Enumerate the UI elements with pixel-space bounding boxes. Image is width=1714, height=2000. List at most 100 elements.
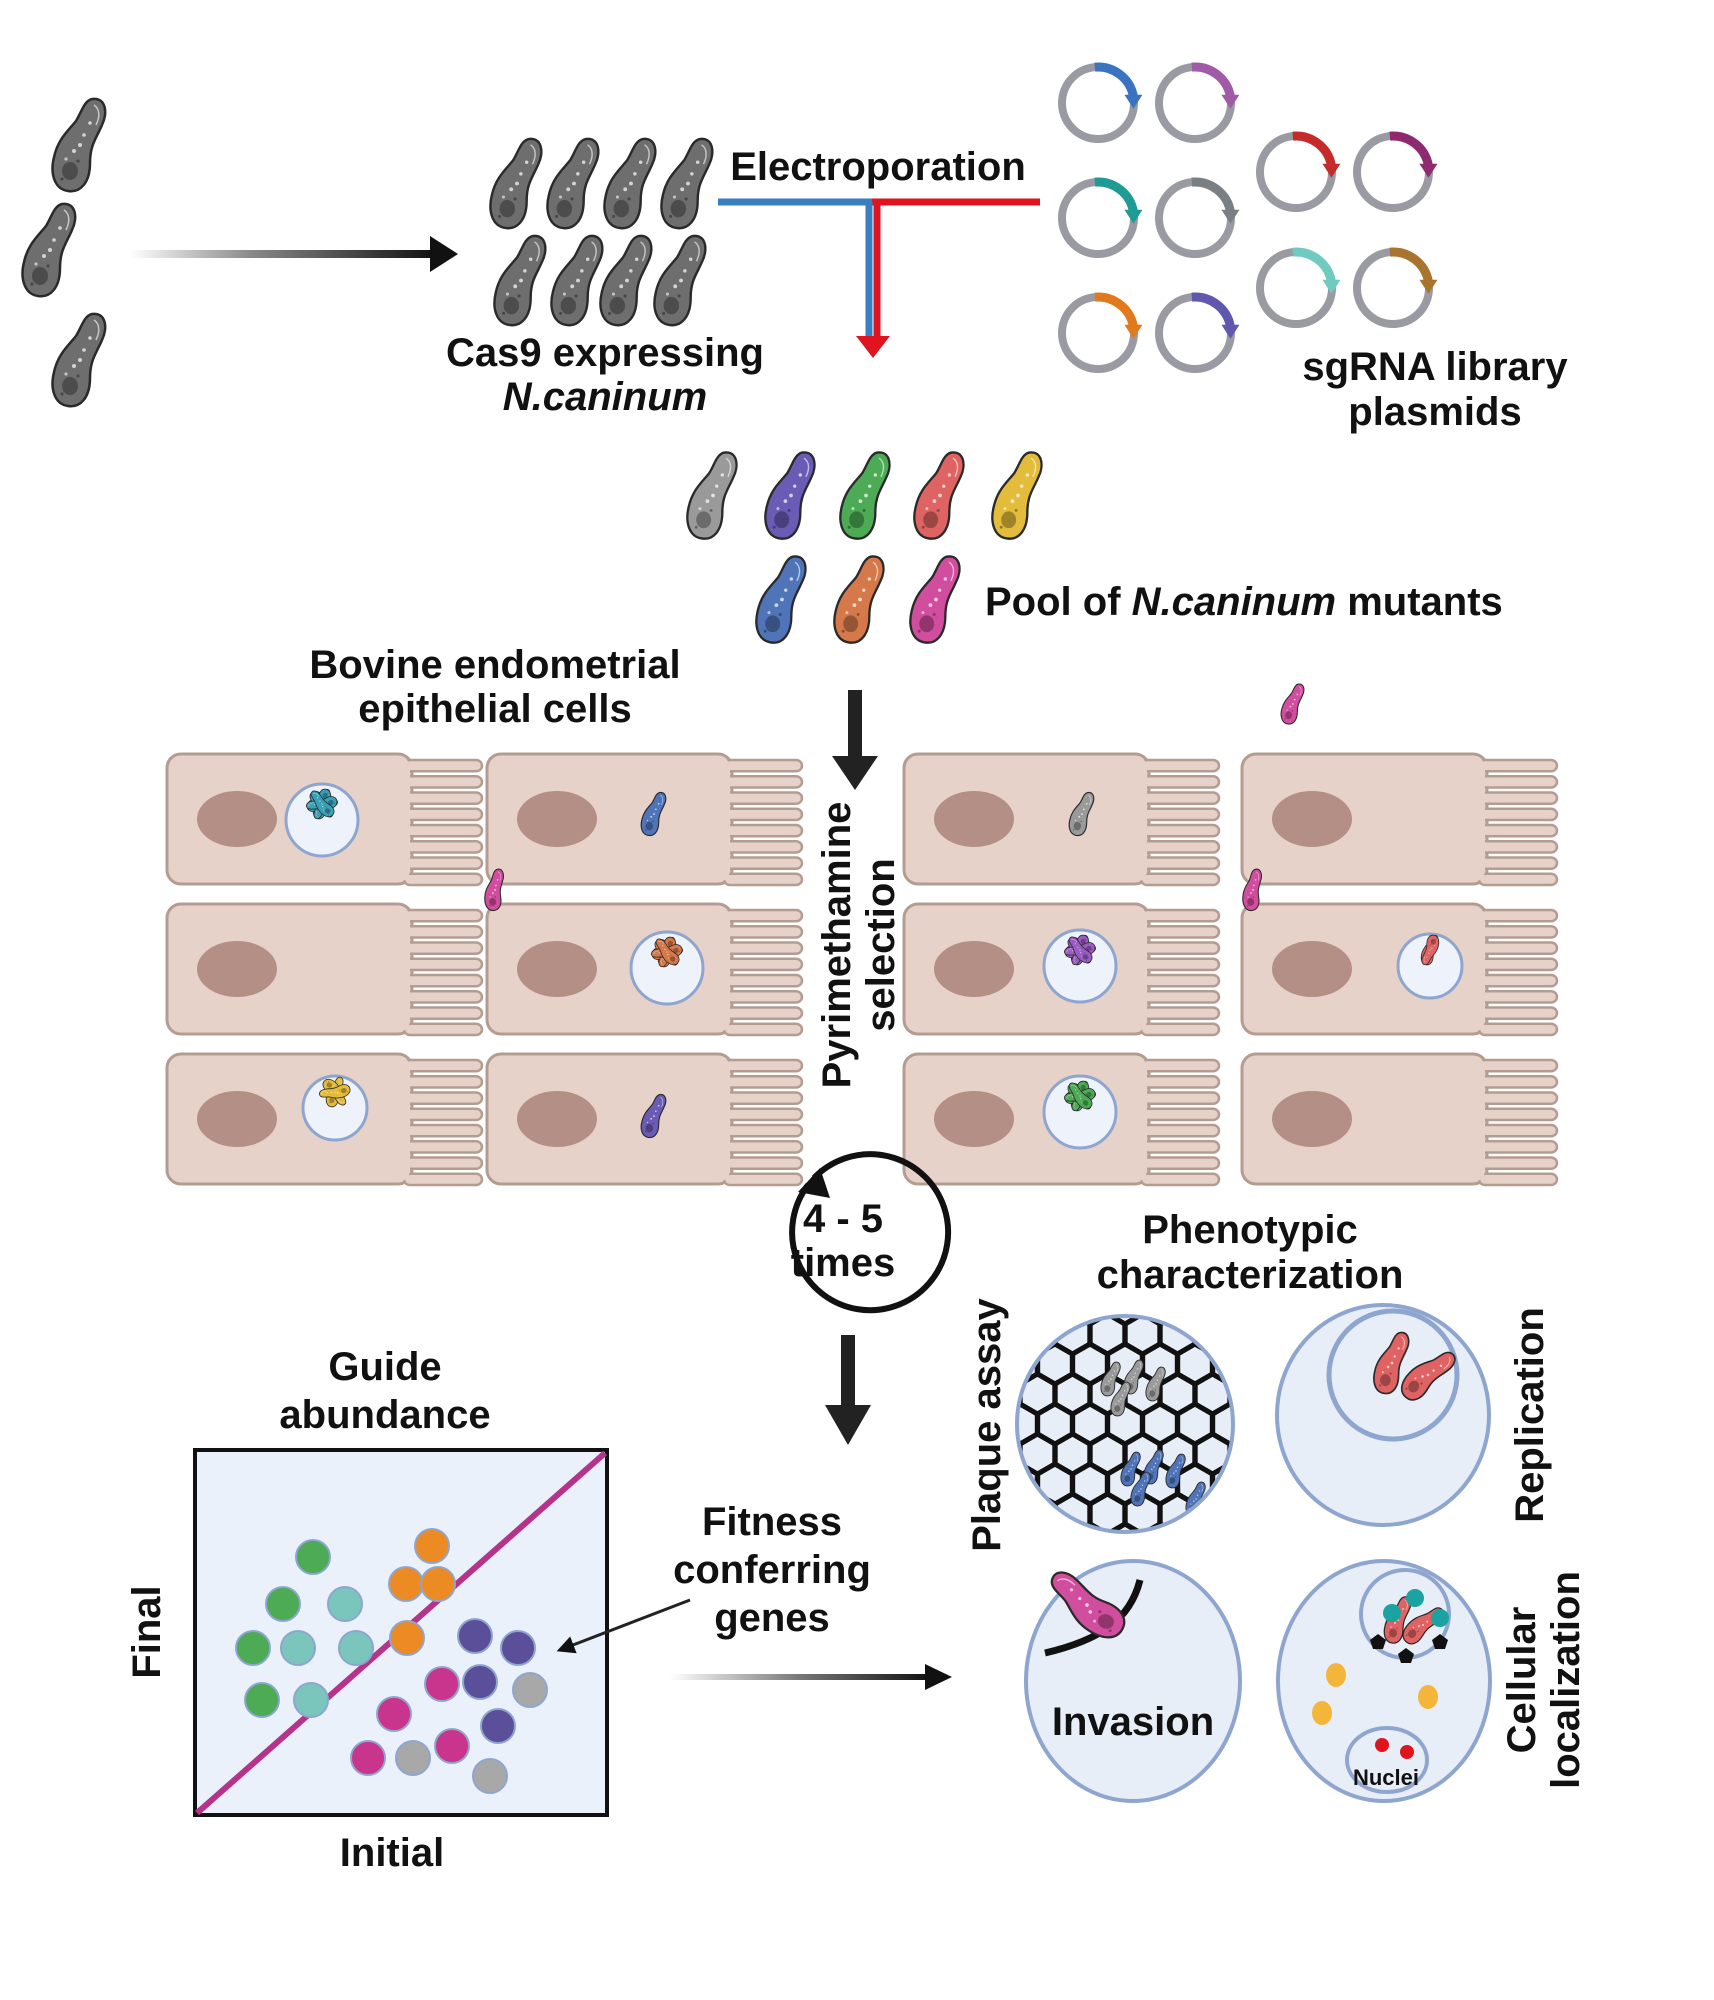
parasite-icon [603,137,657,230]
plaque-assay-label: Plaque assay [965,1298,1009,1552]
guide-dot [235,1630,271,1666]
invasion-panel: Invasion [1024,1559,1242,1803]
epithelial-cell [485,752,804,887]
epithelial-cell [1240,752,1559,887]
parasite-icon [599,234,653,327]
localization-label: localization [1544,1571,1588,1789]
parasite-icon [489,137,543,230]
parasite-icon [493,234,547,327]
electroporation-arrow [718,198,1040,358]
parasite-icon [755,555,807,644]
cell-nucleus [934,791,1014,847]
fitness-label: Fitness [702,1500,842,1544]
plasmid-icon [1155,292,1240,373]
guide-dot [244,1682,280,1718]
guide-dot [265,1586,301,1622]
guide-dot [376,1696,412,1732]
parasitophorous-vacuole [629,930,705,1006]
phenotype-arrow [670,1664,952,1690]
pyrimethamine-label: Pyrimethamine [815,802,859,1089]
cell-nucleus [934,941,1014,997]
guide-dot [280,1630,316,1666]
guide-dot [472,1758,508,1794]
parasite-icon [660,137,714,230]
guide-dot [327,1586,363,1622]
cell-nucleus [1272,1091,1352,1147]
plasmid-icon [1058,62,1143,143]
transfection-arrow [130,236,458,272]
plot-dots [235,1528,548,1794]
parasite-icon [51,312,107,408]
plasmid-icon [1353,247,1438,328]
plasmid-icon [1353,131,1438,212]
parasitophorous-vacuole [1042,928,1118,1004]
bovine-cells-label: Bovine endometrial [309,643,680,687]
phenotypic-label-2: characterization [1097,1253,1404,1297]
cellular-label: Cellular [1500,1607,1544,1754]
pyrimethamine-label-group: Pyrimethamine selection [815,802,903,1089]
parasite-icon [686,451,738,540]
localization-panel: Nuclei Cellular localization [1276,1559,1588,1803]
cas9-parasites [489,137,714,327]
plasmid-icon [1256,131,1341,212]
epithelial-cell [1240,1052,1559,1187]
sgrna-plasmids [1058,62,1438,373]
cell-nucleus [197,1091,277,1147]
parasite-icon [833,555,885,644]
cell-nucleus [934,1091,1014,1147]
parasitophorous-vacuole [284,782,360,858]
guide-dot [350,1740,386,1776]
selection-label: selection [859,858,903,1031]
parasite-icon [550,234,604,327]
starting-parasites [21,97,107,408]
cycle-arrow-icon [789,1151,952,1314]
parasite-icon [546,137,600,230]
epithelial-cell [1240,902,1559,1037]
cycle-count-label: 4 - 5 [803,1197,883,1241]
cell-nucleus [1272,941,1352,997]
cycle-times-label: times [791,1241,896,1285]
invasion-label: Invasion [1052,1700,1214,1744]
replication-label: Replication [1508,1307,1552,1523]
plasmid-icon [1155,62,1240,143]
cell-nucleus [517,1091,597,1147]
guide-dot [338,1630,374,1666]
axis-y-label: Final [125,1585,169,1678]
cas9-species-label: N.caninum [503,375,707,419]
guide-dot [512,1672,548,1708]
cell-nucleus [197,941,277,997]
guide-dot [424,1666,460,1702]
fitness-arrow [556,1598,691,1654]
down-arrow-1 [832,690,878,790]
guide-dot [395,1740,431,1776]
replication-panel: Replication [1275,1303,1552,1527]
parasitophorous-vacuole [301,1074,369,1142]
guide-dot [388,1566,424,1602]
cas9-label: Cas9 expressing [446,331,764,375]
parasite-icon [1280,683,1305,725]
parasite-icon [909,555,961,644]
plasmid-icon [1058,292,1143,373]
phenotypic-label: Phenotypic [1142,1208,1358,1252]
axis-x-label: Initial [340,1831,444,1875]
plasmid-icon [1256,247,1341,328]
epithelial-cell [165,902,484,1037]
parasite-icon [839,451,891,540]
cycle-indicator: 4 - 5 times [789,1151,952,1314]
parasite-icon [913,451,965,540]
guide-dot [414,1528,450,1564]
guide-dot [434,1728,470,1764]
fitness-label-3: genes [714,1596,830,1640]
plot-title: Guide [328,1345,441,1389]
guide-dot [480,1708,516,1744]
plasmid-icon [1058,177,1143,258]
parasite-icon [653,234,707,327]
epithelial-cell [485,1052,804,1187]
cell-nucleus [517,791,597,847]
guide-dot [457,1618,493,1654]
guide-dot [500,1630,536,1666]
epithelial-cells [165,683,1559,1187]
bovine-cells-label-2: epithelial cells [358,687,631,731]
parasite-icon [764,451,816,540]
